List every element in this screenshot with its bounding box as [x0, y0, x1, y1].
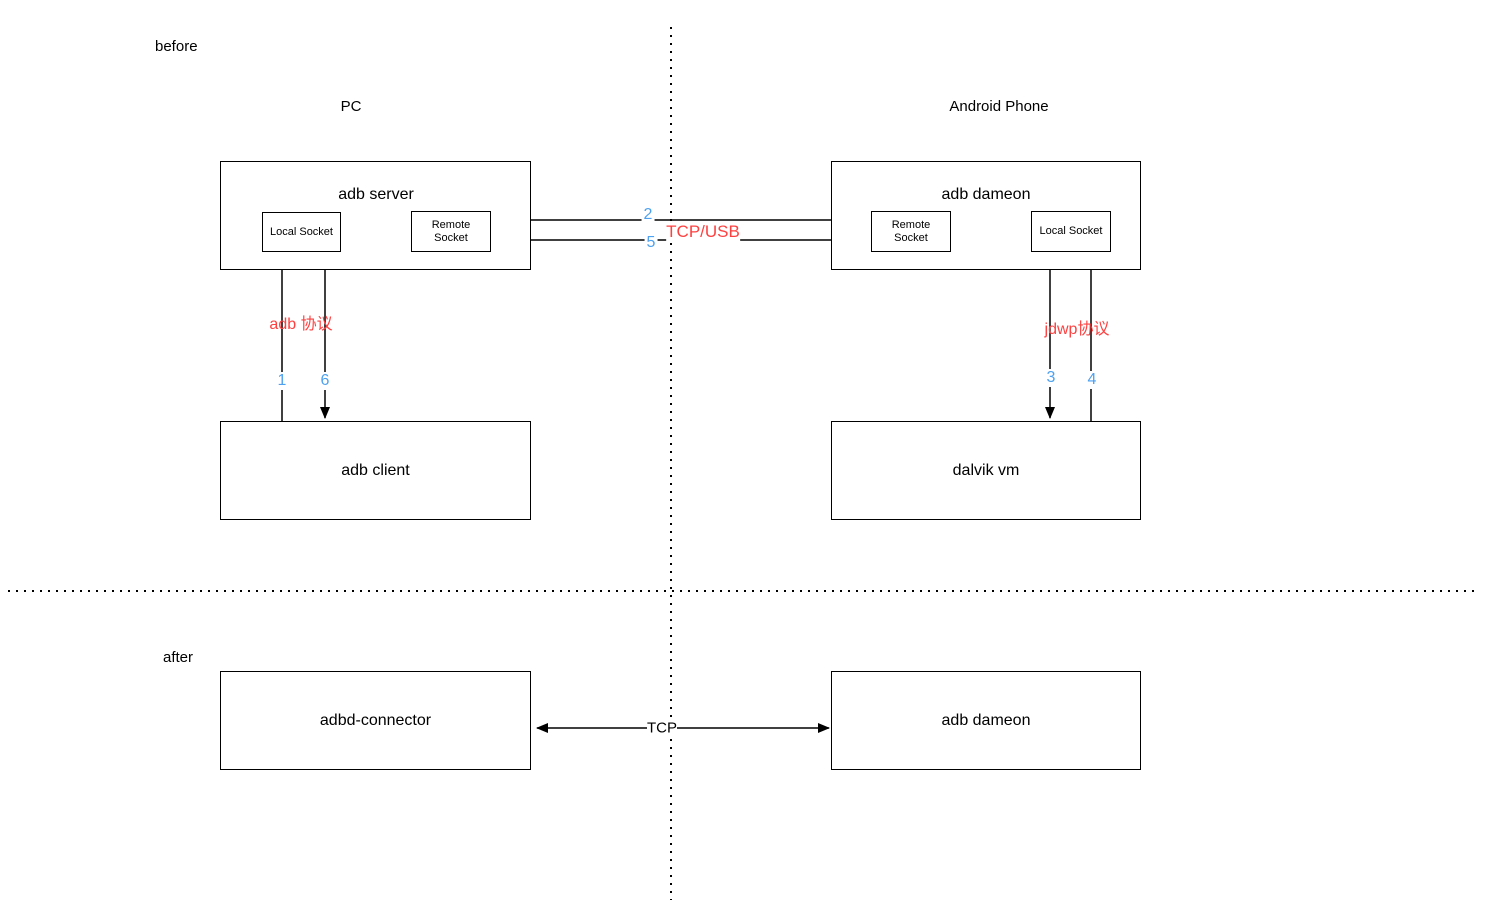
step-number-5: 5: [644, 234, 658, 252]
adb-daemon-title: adb dameon: [941, 186, 1031, 203]
android-phone-group-title: Android Phone: [949, 98, 1049, 115]
phone-local-socket-box: Local Socket: [1031, 211, 1111, 252]
pc-group-title: PC: [340, 98, 362, 115]
phone-remote-socket-label: Remote Socket: [891, 218, 931, 244]
step-number-3: 3: [1044, 369, 1058, 387]
jdwp-protocol-label: jdwp协议: [1044, 321, 1110, 338]
pc-local-socket-label: Local Socket: [270, 225, 333, 238]
dalvik-vm-box: dalvik vm: [831, 421, 1141, 520]
adb-client-box: adb client: [220, 421, 531, 520]
tcp-link-label: TCP: [647, 719, 677, 737]
step-number-6: 6: [318, 372, 332, 390]
pc-local-socket-box: Local Socket: [262, 212, 341, 252]
pc-remote-socket-label: Remote Socket: [431, 218, 471, 244]
adb-protocol-label: adb 协议: [269, 316, 333, 333]
after-section-label: after: [163, 649, 194, 666]
adb-server-title: adb server: [338, 186, 414, 203]
adb-client-title: adb client: [341, 461, 410, 479]
phone-local-socket-label: Local Socket: [1039, 225, 1103, 237]
before-section-label: before: [155, 38, 198, 55]
step-number-1: 1: [275, 372, 289, 390]
dalvik-vm-title: dalvik vm: [952, 461, 1020, 479]
step-number-2: 2: [641, 206, 655, 224]
adbd-connector-title: adbd-connector: [319, 711, 432, 729]
step-number-4: 4: [1085, 371, 1099, 389]
tcp-usb-link-label: TCP/USB: [666, 222, 740, 242]
adb-daemon-after-title: adb dameon: [941, 711, 1031, 729]
phone-remote-socket-box: Remote Socket: [871, 211, 951, 252]
adb-daemon-after-box: adb dameon: [831, 671, 1141, 770]
pc-remote-socket-box: Remote Socket: [411, 211, 491, 252]
adbd-connector-box: adbd-connector: [220, 671, 531, 770]
